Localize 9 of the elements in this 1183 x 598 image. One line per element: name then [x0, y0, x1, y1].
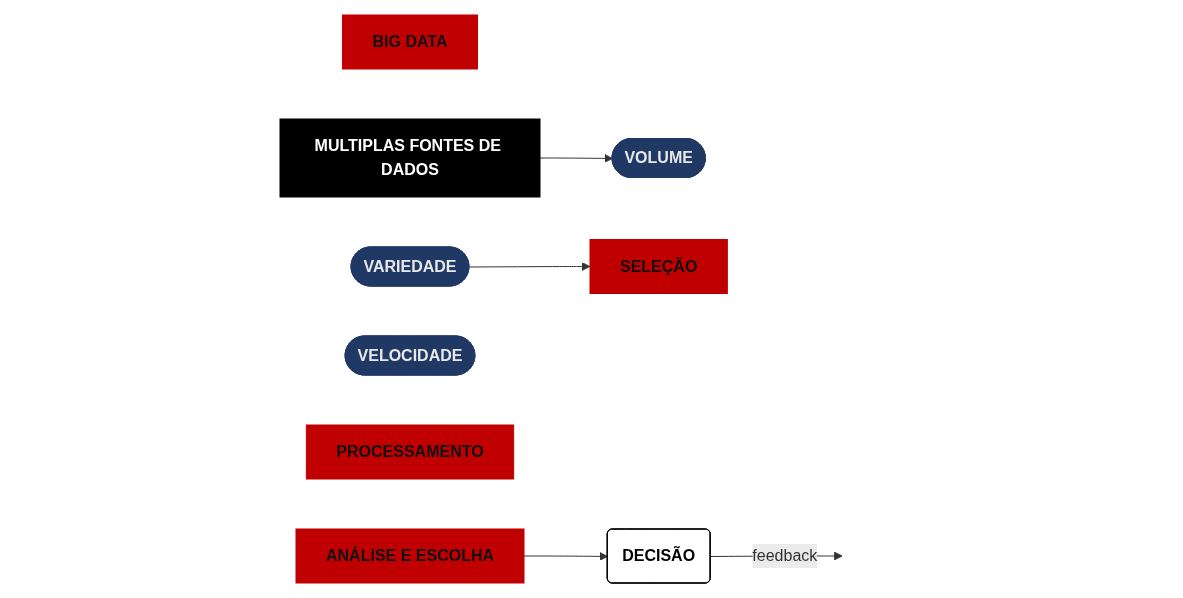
node-box: BIG DATA: [342, 14, 479, 70]
arrow: [539, 154, 614, 163]
edge-label: feedback: [752, 547, 818, 564]
node-box: MULTIPLAS FONTES DE DADOS: [279, 118, 541, 198]
arrow: [469, 262, 591, 271]
node-box: PROCESSAMENTO: [306, 424, 515, 480]
node-box: SELEÇÃO: [589, 239, 729, 294]
node-box: ANÁLISE E ESCOLHA: [295, 528, 525, 584]
arrow: [523, 552, 609, 561]
